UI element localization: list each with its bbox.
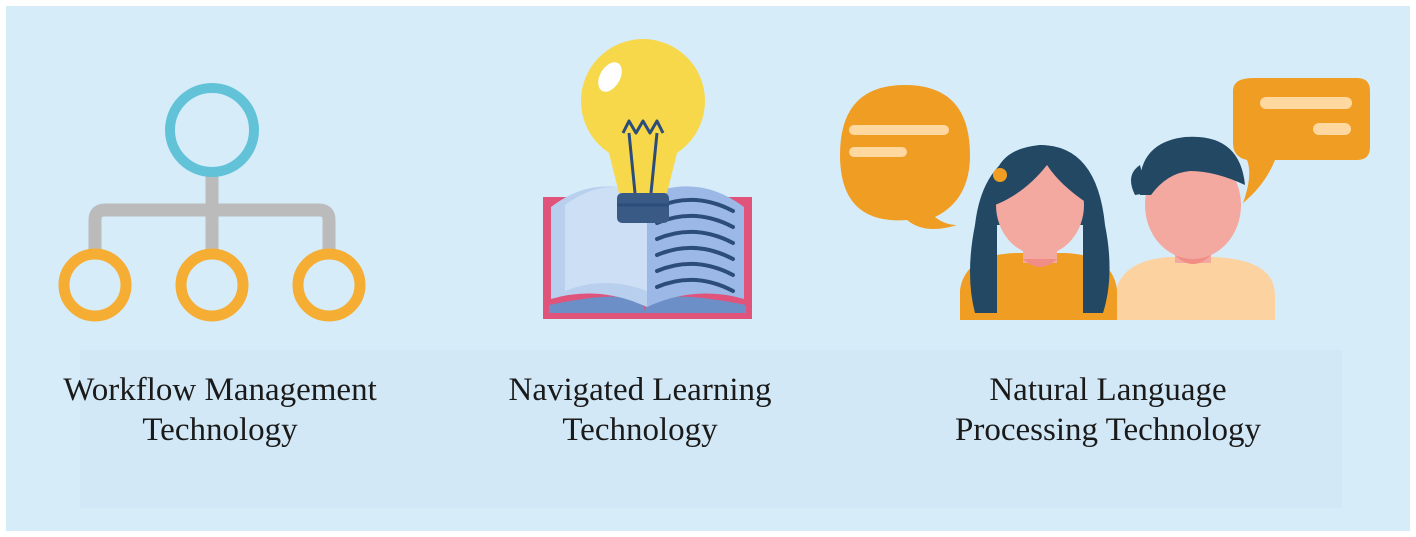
caption-line-1: Workflow Management — [63, 372, 377, 408]
workflow-hierarchy-icon — [58, 83, 366, 322]
feature-caption: Workflow Management Technology — [30, 370, 410, 450]
people-speech-bubbles-icon — [840, 78, 1370, 320]
feature-caption: Natural Language Processing Technology — [918, 370, 1298, 450]
caption-line-2: Processing Technology — [955, 412, 1261, 448]
feature-caption: Navigated Learning Technology — [450, 370, 830, 450]
caption-line-1: Natural Language — [989, 372, 1227, 408]
caption-line-2: Technology — [142, 412, 298, 448]
caption-line-1: Navigated Learning — [508, 372, 772, 408]
caption-band — [80, 350, 1342, 508]
lightbulb-book-icon — [543, 39, 752, 319]
caption-line-2: Technology — [562, 412, 718, 448]
